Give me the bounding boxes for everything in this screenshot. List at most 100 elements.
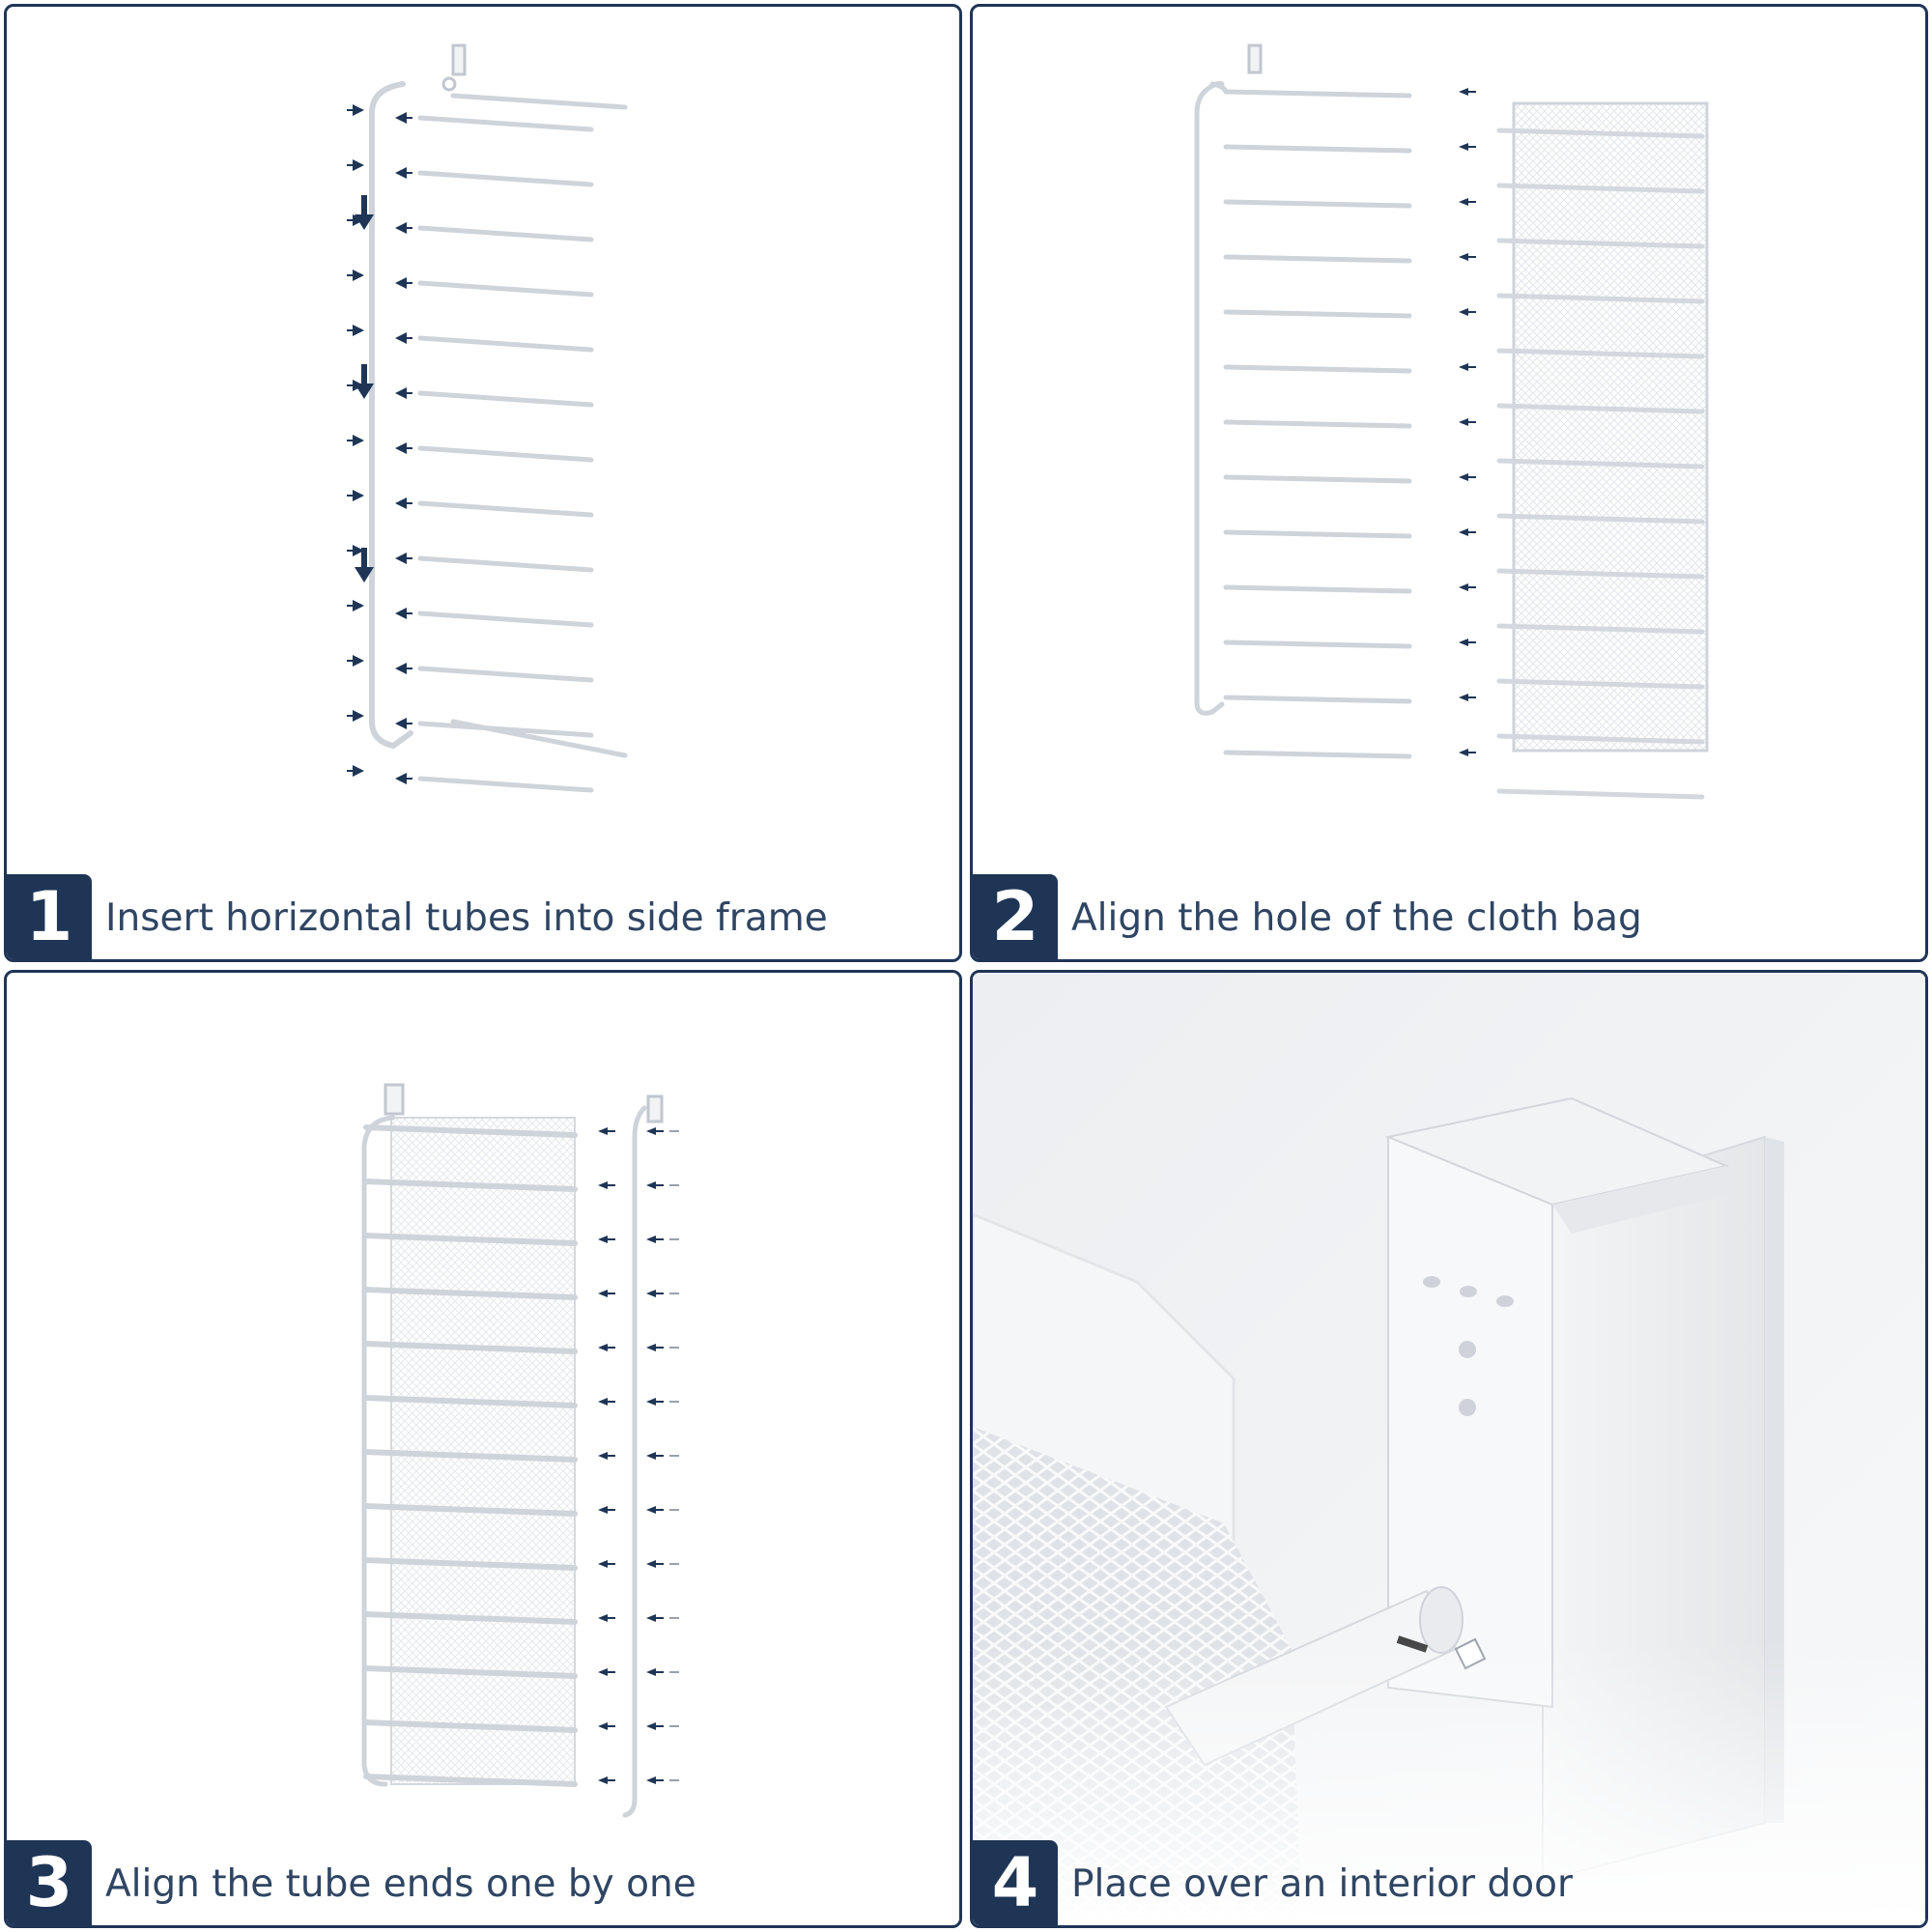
align-arrow: [656, 1617, 664, 1619]
align-arrow: [656, 1293, 664, 1294]
align-arrow: [646, 1236, 656, 1243]
align-arrow: [608, 1401, 615, 1403]
align-arrow: [656, 1671, 664, 1673]
align-arrow: [608, 1455, 615, 1457]
align-arrow: [608, 1671, 615, 1673]
align-arrow: [1459, 528, 1468, 536]
shelf-tube: [363, 1611, 578, 1625]
step-number-badge: 4: [973, 1840, 1058, 1925]
align-arrow: [598, 1560, 608, 1568]
shelf-tube: [363, 1503, 578, 1517]
shelf-tube: [363, 1124, 578, 1138]
shelf-tube: [363, 1287, 578, 1300]
align-arrow: [1468, 201, 1476, 203]
horizontal-tube: [1223, 364, 1412, 374]
align-arrow: [1468, 696, 1476, 698]
align-arrow: [1459, 363, 1468, 371]
horizontal-tube: [417, 280, 594, 298]
step-caption: Align the hole of the cloth bag: [1071, 896, 1642, 940]
align-arrow: [1459, 198, 1468, 206]
align-arrow: [1468, 311, 1476, 313]
shelf-tube: [363, 1395, 578, 1408]
align-arrow: [656, 1455, 664, 1457]
align-arrow: [608, 1563, 615, 1565]
align-arrow: [1459, 473, 1468, 481]
align-arrow: [608, 1184, 615, 1186]
align-arrow: [598, 1344, 608, 1351]
shelf-tube: [363, 1449, 578, 1463]
align-arrow: [656, 1238, 664, 1240]
step-1-illustration: [347, 43, 628, 793]
align-arrow: [1459, 583, 1468, 591]
align-arrow: [598, 1506, 608, 1514]
align-arrow: [1459, 88, 1468, 96]
step-4-panel: 4 Place over an interior door: [970, 970, 1928, 1928]
horizontal-tube: [417, 445, 594, 463]
bag-pocket-edge: [1496, 238, 1705, 249]
horizontal-tube: [417, 555, 594, 573]
step-3-panel: 3 Align the tube ends one by one: [4, 970, 962, 1928]
align-arrow: [1459, 143, 1468, 151]
horizontal-tube: [417, 335, 594, 353]
align-arrow: [1459, 308, 1468, 316]
down-arrow: [361, 364, 367, 385]
shelf-tube: [363, 1774, 578, 1787]
down-arrow: [355, 214, 374, 230]
align-arrow: [656, 1401, 664, 1403]
align-arrow: [608, 1293, 615, 1294]
align-arrow: [1468, 476, 1476, 478]
align-arrow: [646, 1127, 656, 1135]
horizontal-tube: [1223, 199, 1412, 209]
align-arrow: [608, 1130, 615, 1132]
align-arrow: [598, 1452, 608, 1460]
align-arrow: [598, 1614, 608, 1622]
step-2-panel: 2 Align the hole of the cloth bag: [970, 4, 1928, 962]
step-number-badge: 2: [973, 874, 1058, 959]
horizontal-tube: [1223, 639, 1412, 649]
step-number-badge: 3: [7, 1840, 92, 1925]
align-arrow: [656, 1347, 664, 1349]
bag-pocket-edge: [1496, 678, 1705, 690]
shelf-tube: [363, 1719, 578, 1733]
shelf-tube: [363, 1233, 578, 1246]
horizontal-tube: [417, 225, 594, 242]
align-arrow: [1468, 256, 1476, 258]
step-1-panel: 1 Insert horizontal tubes into side fram…: [4, 4, 962, 962]
bag-pocket-edge: [1496, 733, 1705, 745]
align-arrow: [1468, 421, 1476, 423]
horizontal-tube: [1223, 419, 1412, 429]
bag-pocket-edge: [1496, 403, 1705, 414]
align-arrow: [1468, 641, 1476, 643]
align-arrow: [646, 1290, 656, 1297]
align-arrow: [656, 1509, 664, 1511]
align-arrow: [608, 1617, 615, 1619]
down-arrow: [361, 548, 367, 569]
align-arrow: [1459, 418, 1468, 426]
bag-pocket-edge: [1496, 788, 1705, 800]
bag-pocket-edge: [1496, 513, 1705, 525]
align-arrow: [1468, 91, 1476, 93]
bag-pocket-edge: [1496, 293, 1705, 304]
align-arrow: [598, 1127, 608, 1135]
align-arrow: [656, 1563, 664, 1565]
bag-pocket-edge: [1496, 183, 1705, 194]
align-arrow: [646, 1452, 656, 1460]
align-arrow: [646, 1560, 656, 1568]
shelf-tube: [363, 1665, 578, 1679]
align-arrow: [598, 1776, 608, 1784]
horizontal-tube: [1223, 89, 1412, 99]
align-arrow: [608, 1347, 615, 1349]
horizontal-tube: [1223, 695, 1412, 704]
align-arrow: [1468, 752, 1476, 753]
step-2-illustration: [1194, 43, 1709, 800]
align-arrow: [1468, 586, 1476, 588]
bag-pocket-edge: [1496, 348, 1705, 359]
align-arrow: [656, 1184, 664, 1186]
align-arrow: [1459, 253, 1468, 261]
step-caption: Place over an interior door: [1071, 1862, 1573, 1906]
shelf-tube: [363, 1557, 578, 1571]
align-arrow: [656, 1130, 664, 1132]
horizontal-tube: [417, 115, 594, 132]
step-4-illustration: [973, 973, 1925, 1925]
horizontal-tube: [417, 721, 594, 738]
